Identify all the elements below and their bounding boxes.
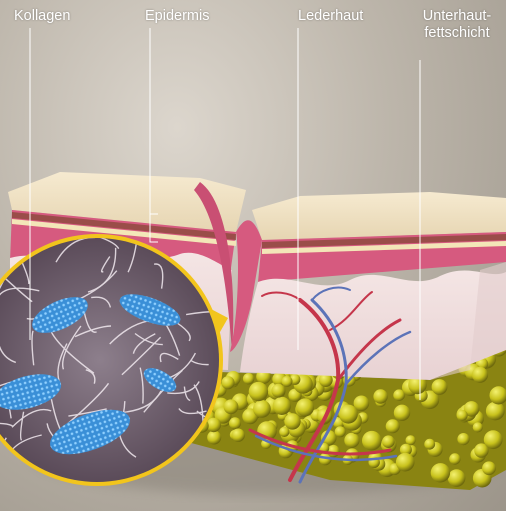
fat-cell	[273, 397, 291, 415]
fat-cell	[382, 435, 395, 448]
fat-cell	[373, 389, 387, 403]
fat-cell	[327, 445, 339, 457]
fat-cell	[271, 384, 285, 398]
fat-cell	[282, 376, 293, 387]
label-unterhautfettschicht: Unterhaut- fettschicht	[415, 8, 499, 42]
fat-cell	[486, 402, 505, 421]
fat-cell	[394, 405, 410, 421]
fat-cell	[431, 463, 450, 482]
fat-cell	[249, 382, 268, 401]
fat-cell	[473, 422, 483, 432]
fat-cell	[386, 419, 400, 433]
label-epidermis: Epidermis	[145, 8, 209, 25]
fat-cell	[344, 433, 359, 448]
fat-cell	[339, 405, 358, 424]
fat-cell	[229, 417, 241, 429]
label-lederhaut: Lederhaut	[298, 8, 363, 25]
fat-cell	[284, 413, 300, 429]
fat-cell	[472, 367, 488, 383]
fat-cell	[253, 400, 271, 418]
fat-cell	[232, 429, 245, 442]
fat-cell	[335, 426, 346, 437]
fat-cell	[424, 439, 435, 450]
fat-cell	[482, 461, 496, 475]
label-kollagen: Kollagen	[14, 8, 70, 25]
fat-cell	[448, 469, 466, 487]
fat-cell	[296, 398, 314, 416]
fat-cell	[362, 431, 382, 451]
fat-cell	[221, 376, 234, 389]
fat-cell	[396, 453, 415, 472]
fat-cell	[243, 373, 254, 384]
fat-cell	[432, 379, 448, 395]
fat-cell	[224, 399, 239, 414]
fat-cell	[484, 430, 503, 449]
fat-cell	[207, 431, 221, 445]
fiber-strand	[0, 461, 20, 505]
fat-cell	[457, 433, 469, 445]
fat-cell	[449, 453, 460, 464]
skin-block-right	[230, 192, 506, 380]
fat-cell	[457, 410, 468, 421]
label-unterhaut-line2: fettschicht	[415, 25, 499, 42]
label-unterhaut-line1: Unterhaut-	[415, 8, 499, 25]
fat-cell	[279, 427, 289, 437]
